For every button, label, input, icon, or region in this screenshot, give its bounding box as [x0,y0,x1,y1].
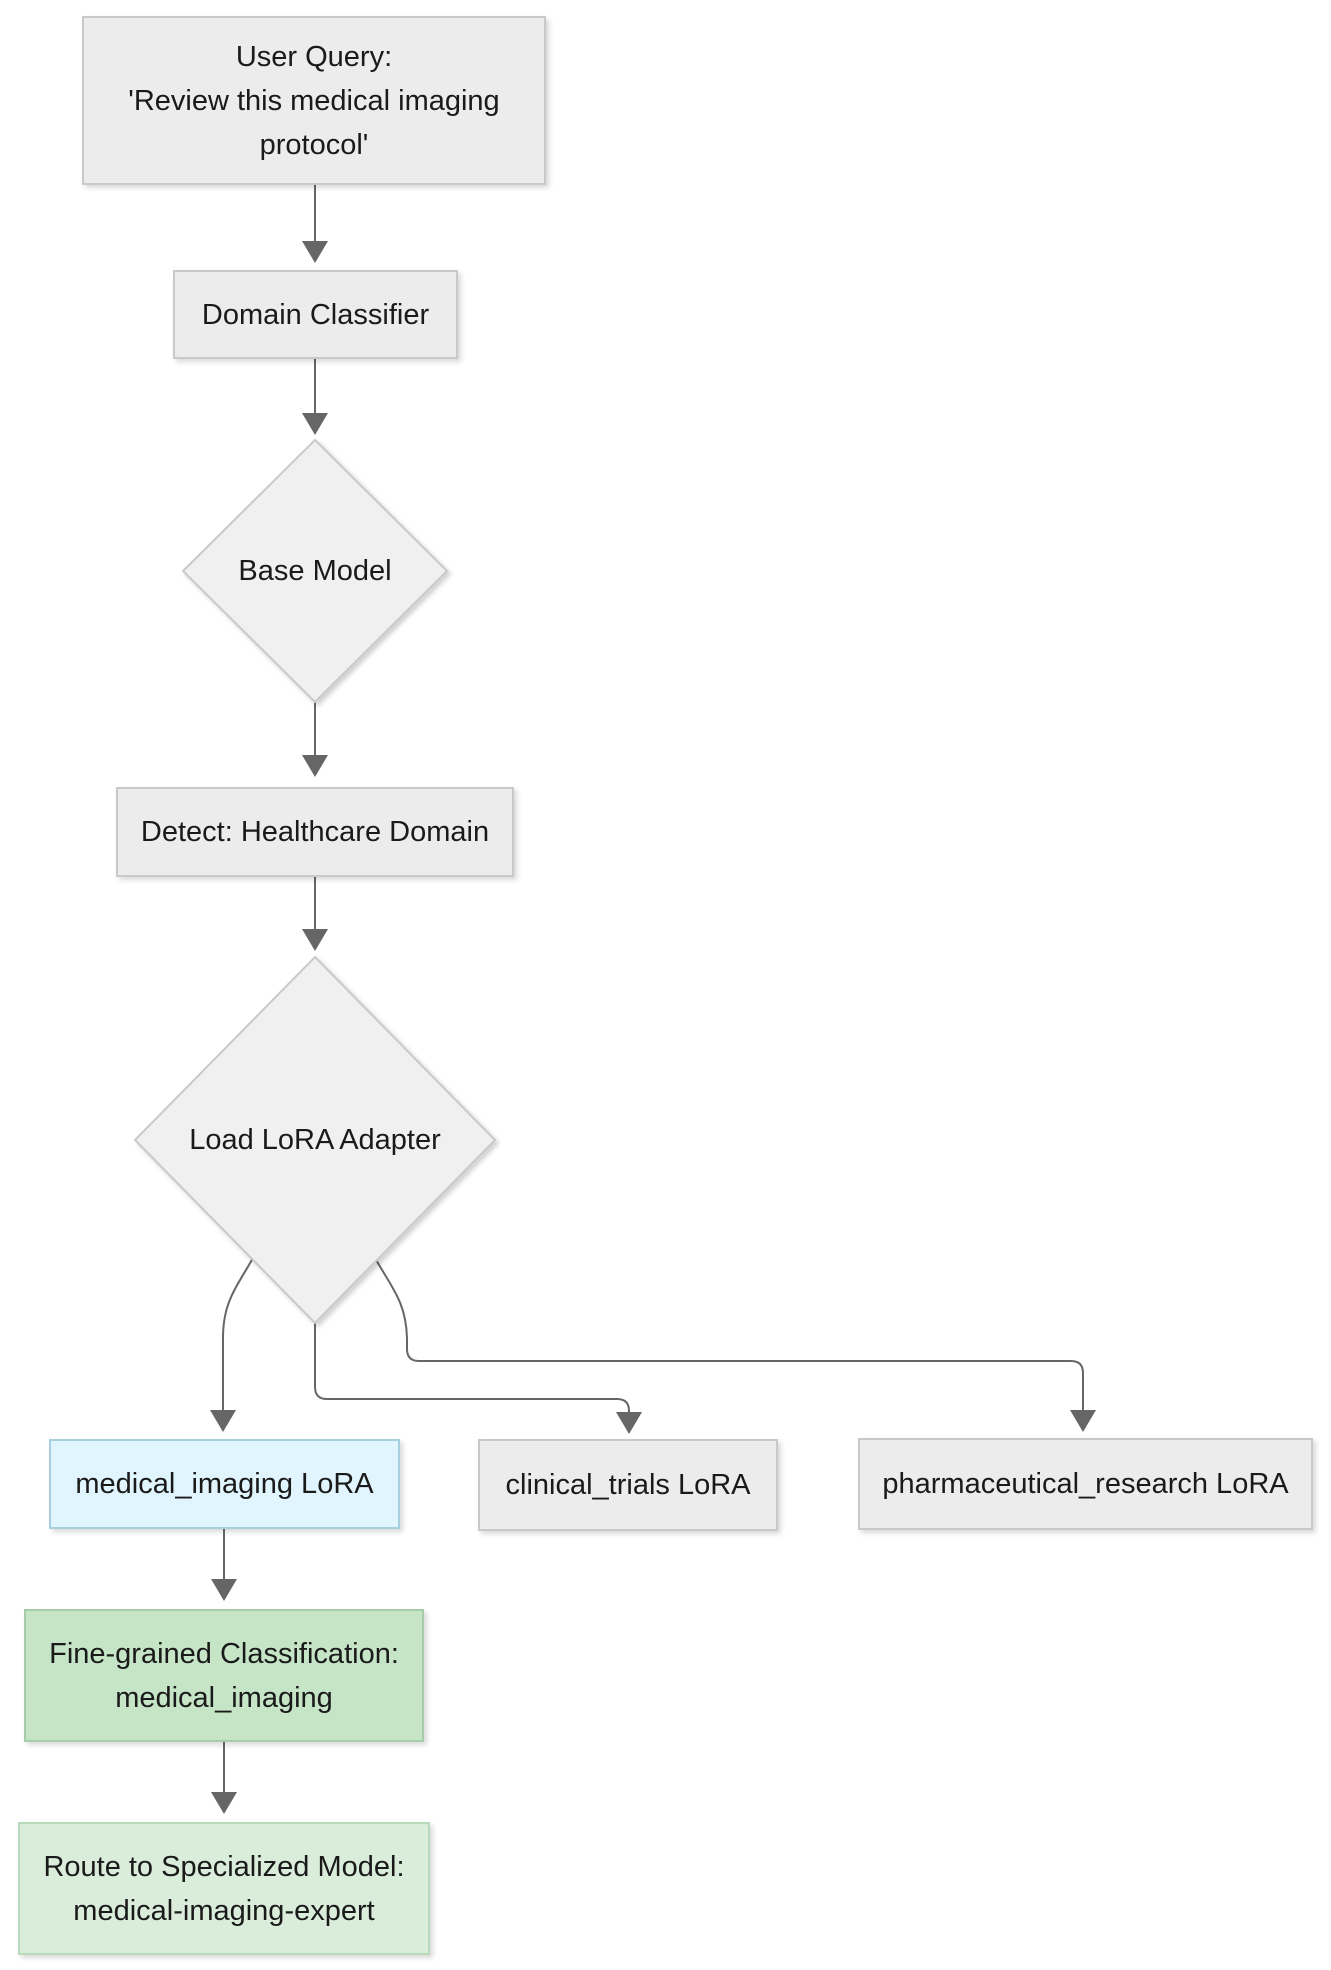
node-fine-grained-line2: medical_imaging [115,1681,333,1714]
arrowhead-to-detect [302,755,328,777]
node-user-query-line3: protocol' [259,128,369,161]
node-user-query-line2: 'Review this medical imaging [128,84,500,117]
node-domain-classifier: Domain Classifier [173,270,458,359]
arrowhead-to-fine-grained [211,1579,237,1601]
arrowhead-to-pharma-research [1070,1410,1096,1432]
node-load-adapter-shape [133,955,497,1325]
node-base-model-label: Base Model [238,554,392,587]
edge-load-adapter-to-clinical-trials [314,1320,630,1412]
arrowhead-to-medical-imaging [210,1410,236,1432]
node-fine-grained-classification: Fine-grained Classification: medical_ima… [24,1609,424,1742]
node-base-model-shape [181,438,449,704]
node-user-query-line1: User Query: [235,40,393,73]
node-route-to-specialized-model: Route to Specialized Model: medical-imag… [18,1822,430,1955]
node-pharmaceutical-research-lora-label: pharmaceutical_research LoRA [882,1468,1289,1500]
arrowhead-to-domain-classifier [302,241,328,263]
node-medical-imaging-lora-label: medical_imaging LoRA [75,1468,374,1500]
node-fine-grained-line1: Fine-grained Classification: [49,1637,399,1670]
node-detect-healthcare-domain: Detect: Healthcare Domain [116,787,514,877]
node-user-query: User Query: 'Review this medical imaging… [82,16,546,185]
edge-load-adapter-to-pharma-research [374,1257,1084,1410]
node-medical-imaging-lora: medical_imaging LoRA [49,1439,400,1529]
edge-load-adapter-to-medical-imaging [222,1257,254,1410]
node-clinical-trials-lora: clinical_trials LoRA [478,1439,778,1531]
node-route-line2: medical-imaging-expert [73,1894,375,1927]
arrowhead-to-clinical-trials [616,1412,642,1434]
node-clinical-trials-lora-label: clinical_trials LoRA [505,1469,751,1501]
node-route-line1: Route to Specialized Model: [43,1850,405,1883]
arrowhead-to-route [211,1792,237,1814]
node-load-adapter-label: Load LoRA Adapter [189,1123,441,1156]
node-domain-classifier-label: Domain Classifier [201,298,430,331]
arrowhead-to-load-adapter [302,929,328,951]
node-pharmaceutical-research-lora: pharmaceutical_research LoRA [858,1438,1313,1530]
arrowhead-to-base-model [302,413,328,435]
node-detect-label: Detect: Healthcare Domain [140,816,490,848]
